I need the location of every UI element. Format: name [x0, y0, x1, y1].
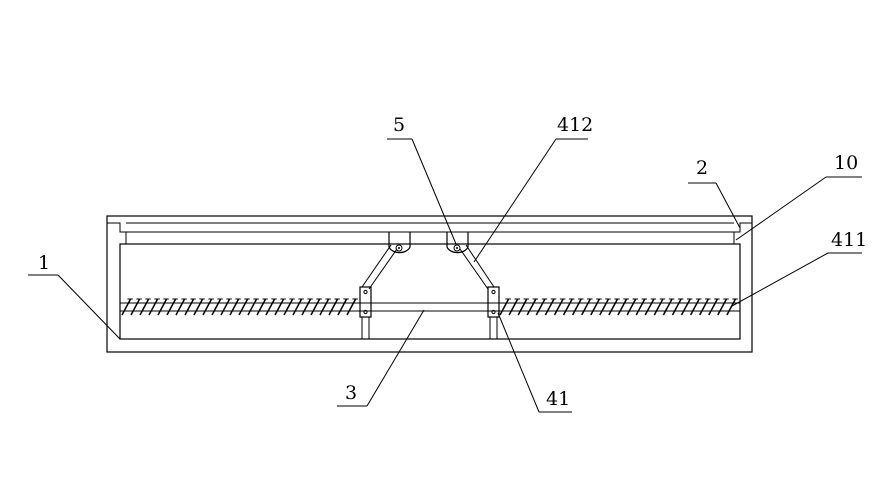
spring-right: [499, 298, 738, 316]
hinge-bracket-right: [446, 232, 469, 254]
linkage-arm-right: [459, 244, 495, 290]
slider-left: [359, 286, 372, 339]
outer-housing: [106, 215, 753, 353]
leader-lines: [28, 138, 862, 413]
label-41: 41: [546, 388, 570, 410]
label-5: 5: [393, 114, 405, 136]
guide-rod: [120, 302, 740, 312]
label-411: 411: [831, 229, 867, 251]
label-412: 412: [557, 114, 593, 136]
label-10: 10: [834, 152, 858, 174]
spring-left: [121, 298, 358, 316]
cover-rail: [125, 231, 735, 245]
label-3: 3: [345, 382, 357, 404]
part-labels: 1 2 10 411 412 5 3 41: [38, 114, 867, 410]
linkage-arm-left: [361, 244, 398, 290]
inner-chamber: [119, 243, 741, 340]
hinge-bracket-left: [388, 232, 411, 254]
slider-right: [487, 286, 500, 339]
label-1: 1: [38, 252, 50, 274]
label-2: 2: [696, 157, 708, 179]
